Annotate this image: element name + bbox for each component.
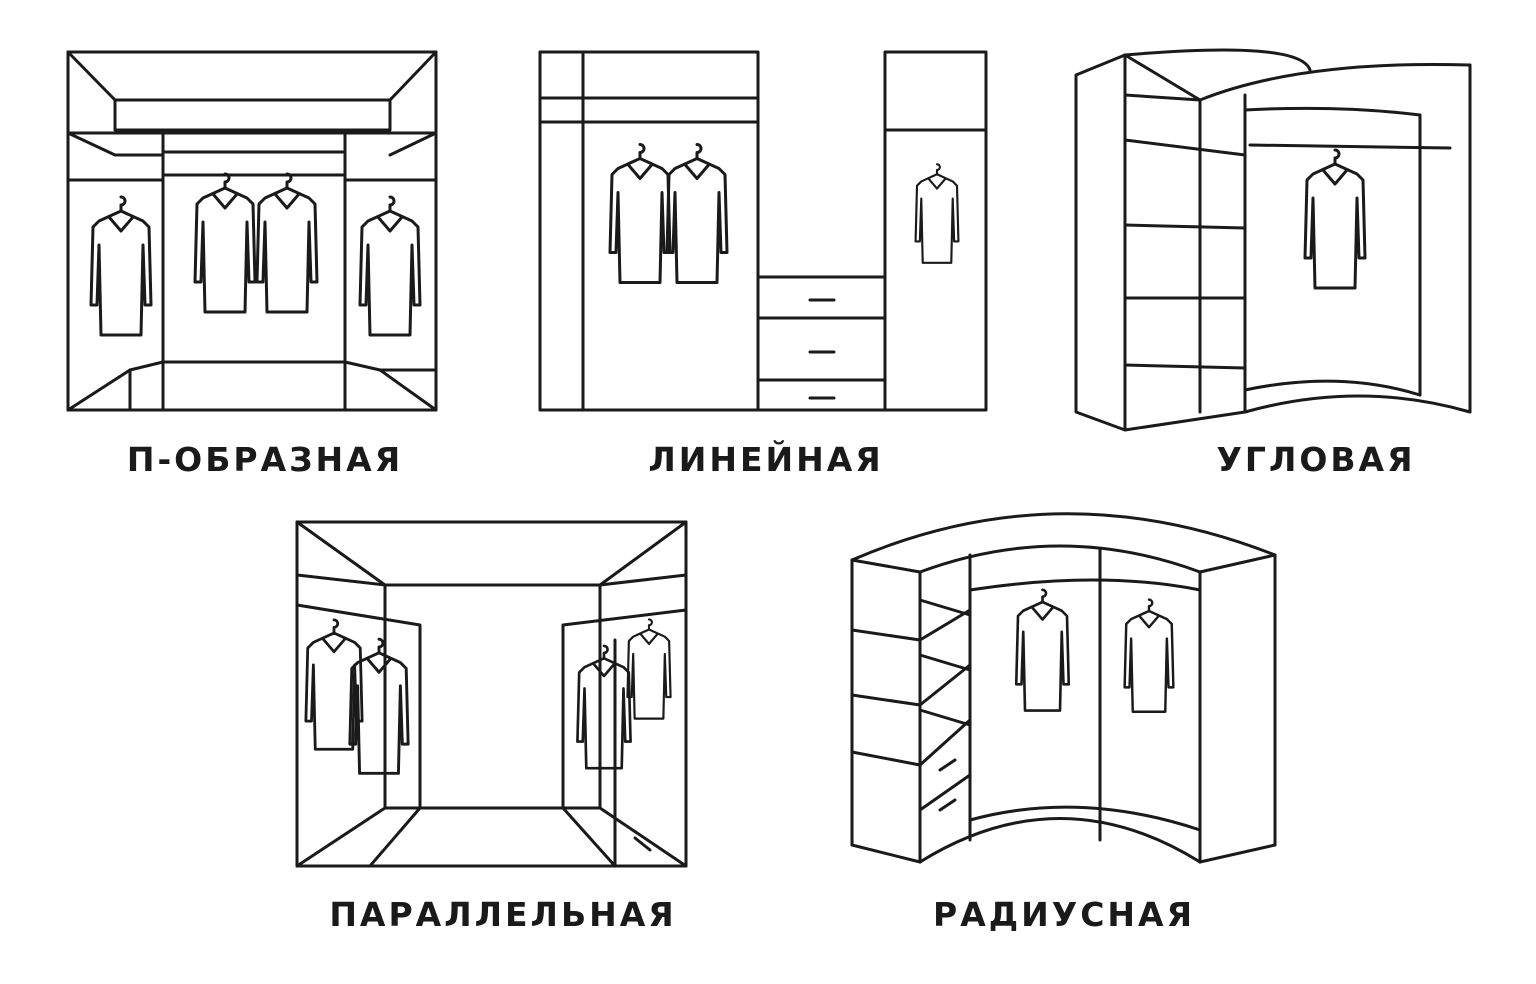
label-linear: ЛИНЕЙНАЯ [648,440,884,479]
label-u-shaped: П-ОБРАЗНАЯ [126,440,404,479]
label-corner: УГЛОВАЯ [1216,440,1416,479]
linear-wardrobe-drawing [538,50,988,412]
radial-wardrobe-drawing [850,512,1277,864]
label-radial: РАДИУСНАЯ [933,895,1195,934]
u-shaped-wardrobe-drawing [66,50,438,412]
parallel-wardrobe-drawing [295,520,688,868]
corner-wardrobe-drawing [1074,48,1472,432]
label-parallel: ПАРАЛЛЕЛЬНАЯ [329,895,677,934]
